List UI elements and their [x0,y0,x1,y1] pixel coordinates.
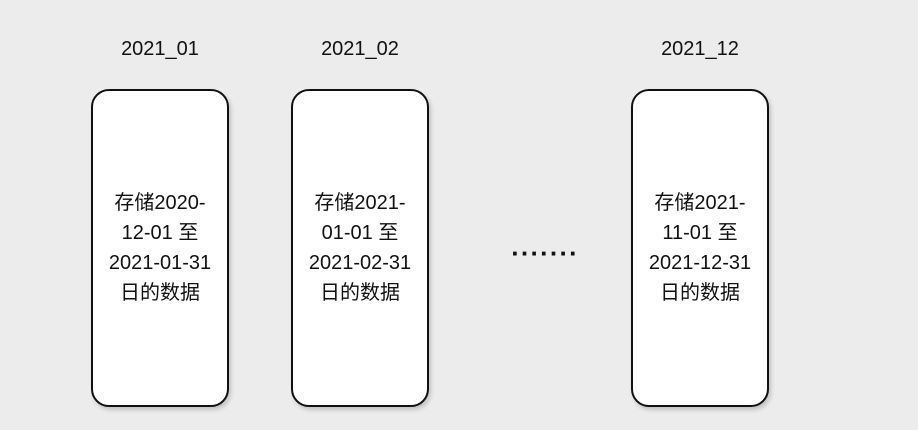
table-label-2021-01: 2021_01 [121,38,199,60]
ellipsis-dots: ······· [511,238,579,268]
table-box-2021-01: 存储2020- 12-01 至 2021-01-31 日的数据 [91,89,229,407]
table-description: 存储2021- 01-01 至 2021-02-31 日的数据 [308,192,412,304]
table-description: 存储2020- 12-01 至 2021-01-31 日的数据 [108,192,212,304]
table-box-2021-12: 存储2021- 11-01 至 2021-12-31 日的数据 [631,89,769,407]
table-label-2021-12: 2021_12 [661,38,739,60]
table-box-2021-02: 存储2021- 01-01 至 2021-02-31 日的数据 [291,89,429,407]
table-label-2021-02: 2021_02 [321,38,399,60]
table-description: 存储2021- 11-01 至 2021-12-31 日的数据 [648,192,752,304]
